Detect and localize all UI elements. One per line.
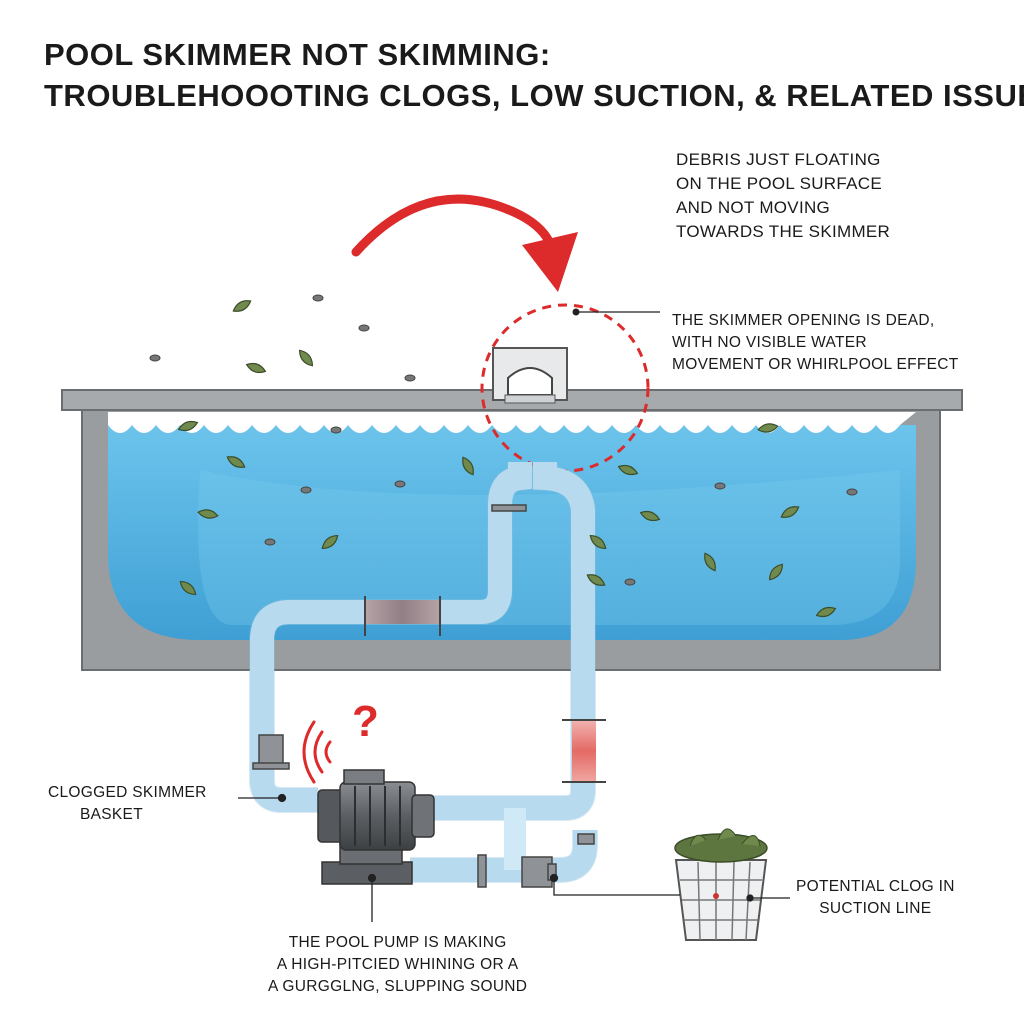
leaf-debris <box>179 580 197 596</box>
pump-sound-label-line: A GURGGLNG, SLUPPING SOUND <box>268 978 528 995</box>
leaf-debris <box>226 456 246 468</box>
pump-sound-label-line: THE POOL PUMP IS MAKING <box>288 934 507 951</box>
leaf-debris <box>757 423 779 433</box>
leaf-debris <box>197 509 219 519</box>
skimmer-opening-label-line: MOVEMENT OR WHIRLPOOL EFFECT <box>672 356 959 373</box>
small-debris <box>264 538 276 546</box>
callout-lines <box>238 793 790 922</box>
suction-clog-label-line: POTENTIAL CLOG IN <box>796 878 955 895</box>
title-line-1: POOL SKIMMER NOT SKIMMING: <box>44 37 551 72</box>
leaf-debris <box>768 563 784 581</box>
curved-red-arrow-icon <box>351 194 578 292</box>
leaf-debris <box>462 456 474 476</box>
leaf-debris <box>780 506 800 518</box>
small-debris <box>624 578 636 586</box>
clogged-basket-label: CLOGGED SKIMMER BASKET <box>48 782 207 826</box>
leaf-debris <box>704 552 716 572</box>
debris-label-line: TOWARDS THE SKIMMER <box>676 222 891 241</box>
pool-pump-icon <box>317 769 435 885</box>
pipe-clog-horizontal <box>365 600 440 624</box>
clogged-basket-label-line: BASKET <box>80 806 143 823</box>
sound-waves-icon <box>302 720 332 784</box>
debris-label: DEBRIS JUST FLOATING ON THE POOL SURFACE… <box>676 148 890 244</box>
leaf-debris <box>177 420 199 432</box>
skimmer-basket-icon <box>674 828 768 941</box>
title-line-2: TROUBLEHOOOTING CLOGS, LOW SUCTION, & RE… <box>44 78 1024 113</box>
skimmer-opening-label-line: THE SKIMMER OPENING IS DEAD, <box>672 312 935 329</box>
suction-clog-label: POTENTIAL CLOG IN SUCTION LINE <box>796 876 955 920</box>
skimmer-opening-label: THE SKIMMER OPENING IS DEAD, WITH NO VIS… <box>672 310 959 376</box>
pump-sound-label: THE POOL PUMP IS MAKING A HIGH-PITCIED W… <box>268 932 527 998</box>
small-debris <box>846 488 858 496</box>
page-title: POOL SKIMMER NOT SKIMMING: TROUBLEHOOOTI… <box>44 34 1024 116</box>
small-debris <box>714 482 726 490</box>
suction-clog-label-line: SUCTION LINE <box>819 900 932 917</box>
debris-label-line: AND NOT MOVING <box>676 198 831 217</box>
small-debris <box>149 354 161 362</box>
skimmer-opening-label-line: WITH NO VISIBLE WATER <box>672 334 867 351</box>
question-mark-icon: ? <box>352 697 379 746</box>
leaf-debris <box>815 606 837 618</box>
small-debris <box>330 426 342 434</box>
skimmer-box <box>492 347 568 404</box>
floating-debris <box>149 294 858 618</box>
leaf-debris <box>617 464 639 476</box>
leaf-debris <box>586 574 606 586</box>
leaf-debris <box>639 510 661 522</box>
small-debris <box>394 480 406 488</box>
small-debris <box>358 324 370 332</box>
leaf-debris <box>298 349 314 367</box>
pump-sound-label-line: A HIGH-PITCIED WHINING OR A <box>276 956 519 973</box>
leaf-debris <box>589 534 607 550</box>
small-debris <box>300 486 312 494</box>
clogged-basket-label-line: CLOGGED SKIMMER <box>48 784 207 801</box>
debris-label-line: ON THE POOL SURFACE <box>676 174 882 193</box>
leaf-debris <box>232 300 252 312</box>
debris-label-line: DEBRIS JUST FLOATING <box>676 150 881 169</box>
leaf-debris <box>321 534 339 550</box>
leaf-debris <box>245 362 267 374</box>
small-debris <box>312 294 324 302</box>
small-debris <box>404 374 416 382</box>
pipe-fittings <box>252 504 595 888</box>
pipe-clog-vertical <box>572 720 596 782</box>
